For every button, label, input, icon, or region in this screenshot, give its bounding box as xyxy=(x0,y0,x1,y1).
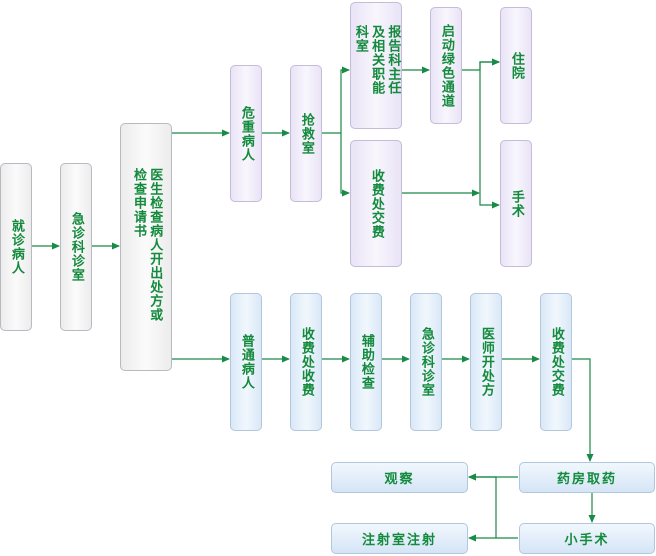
node-label: 药房取药 xyxy=(556,472,617,487)
node-label: 注射室注射 xyxy=(361,533,437,548)
node-label: 收费处交费 xyxy=(548,327,564,397)
node-zhuyuan: 住院 xyxy=(500,7,532,124)
node-label: 住院 xyxy=(508,51,524,80)
arrow-shoufei-to-yaofang xyxy=(571,358,594,462)
node-xiaoshoushu: 小手术 xyxy=(519,523,655,554)
node-label: 观察 xyxy=(384,472,415,487)
node-jizhen-keshi: 急诊科诊室 xyxy=(60,163,92,331)
node-label: 急诊科诊室 xyxy=(418,327,434,397)
node-shoufei-jiaofei-bottom: 收费处交费 xyxy=(540,293,572,431)
node-label: 收费处交费 xyxy=(368,168,384,239)
node-qidong-lvse-tongdao: 启动绿色通道 xyxy=(430,7,462,124)
node-label: 小手术 xyxy=(564,533,610,548)
node-weizhong-bingren: 危重病人 xyxy=(230,65,262,202)
node-label: 报告科主任及相关职能科室 xyxy=(352,24,401,95)
node-label: 医生检查病人开出处方或检查申请书 xyxy=(131,168,163,322)
arrow-to-baogao xyxy=(340,66,350,133)
node-label: 抢救室 xyxy=(298,112,314,155)
node-guancha: 观察 xyxy=(331,462,468,493)
node-shoufei-shoufei: 收费处收费 xyxy=(290,293,322,431)
node-baogao-kezhuren: 报告科主任及相关职能科室 xyxy=(350,2,402,129)
arrow-junction-to-zhuyuan xyxy=(479,58,500,193)
node-label: 危重病人 xyxy=(238,105,254,162)
node-label: 普通病人 xyxy=(238,334,254,390)
node-putong-bingren: 普通病人 xyxy=(230,293,262,431)
node-label: 就诊病人 xyxy=(8,219,24,275)
node-qiangjiushi: 抢救室 xyxy=(290,65,322,202)
node-label: 急诊科诊室 xyxy=(68,212,84,282)
arrow-to-shoufei-top xyxy=(340,133,350,197)
arrow-junction-to-shoushu xyxy=(479,193,500,209)
node-yishi-kai-chufang: 医师开处方 xyxy=(470,293,502,431)
node-label: 手术 xyxy=(508,189,524,218)
node-shoushu: 手术 xyxy=(500,140,532,267)
node-yisheng-kaichu-chufang: 医生检查病人开出处方或检查申请书 xyxy=(120,123,172,371)
node-fuzhu-jiancha: 辅助检查 xyxy=(350,293,382,431)
node-yaofang-quyao: 药房取药 xyxy=(519,462,655,493)
node-jizhen-keshi-2: 急诊科诊室 xyxy=(410,293,442,431)
node-jiuzhen-bingren: 就诊病人 xyxy=(0,163,32,331)
node-label: 辅助检查 xyxy=(358,334,374,390)
node-zhushe-shi: 注射室注射 xyxy=(331,523,468,554)
node-shoufei-jiaofei-top: 收费处交费 xyxy=(350,140,402,267)
node-label: 启动绿色通道 xyxy=(438,23,454,108)
node-label: 收费处收费 xyxy=(298,327,314,397)
node-label: 医师开处方 xyxy=(478,327,494,397)
arrow-xiaoshoushu-to-guancha xyxy=(468,473,497,538)
